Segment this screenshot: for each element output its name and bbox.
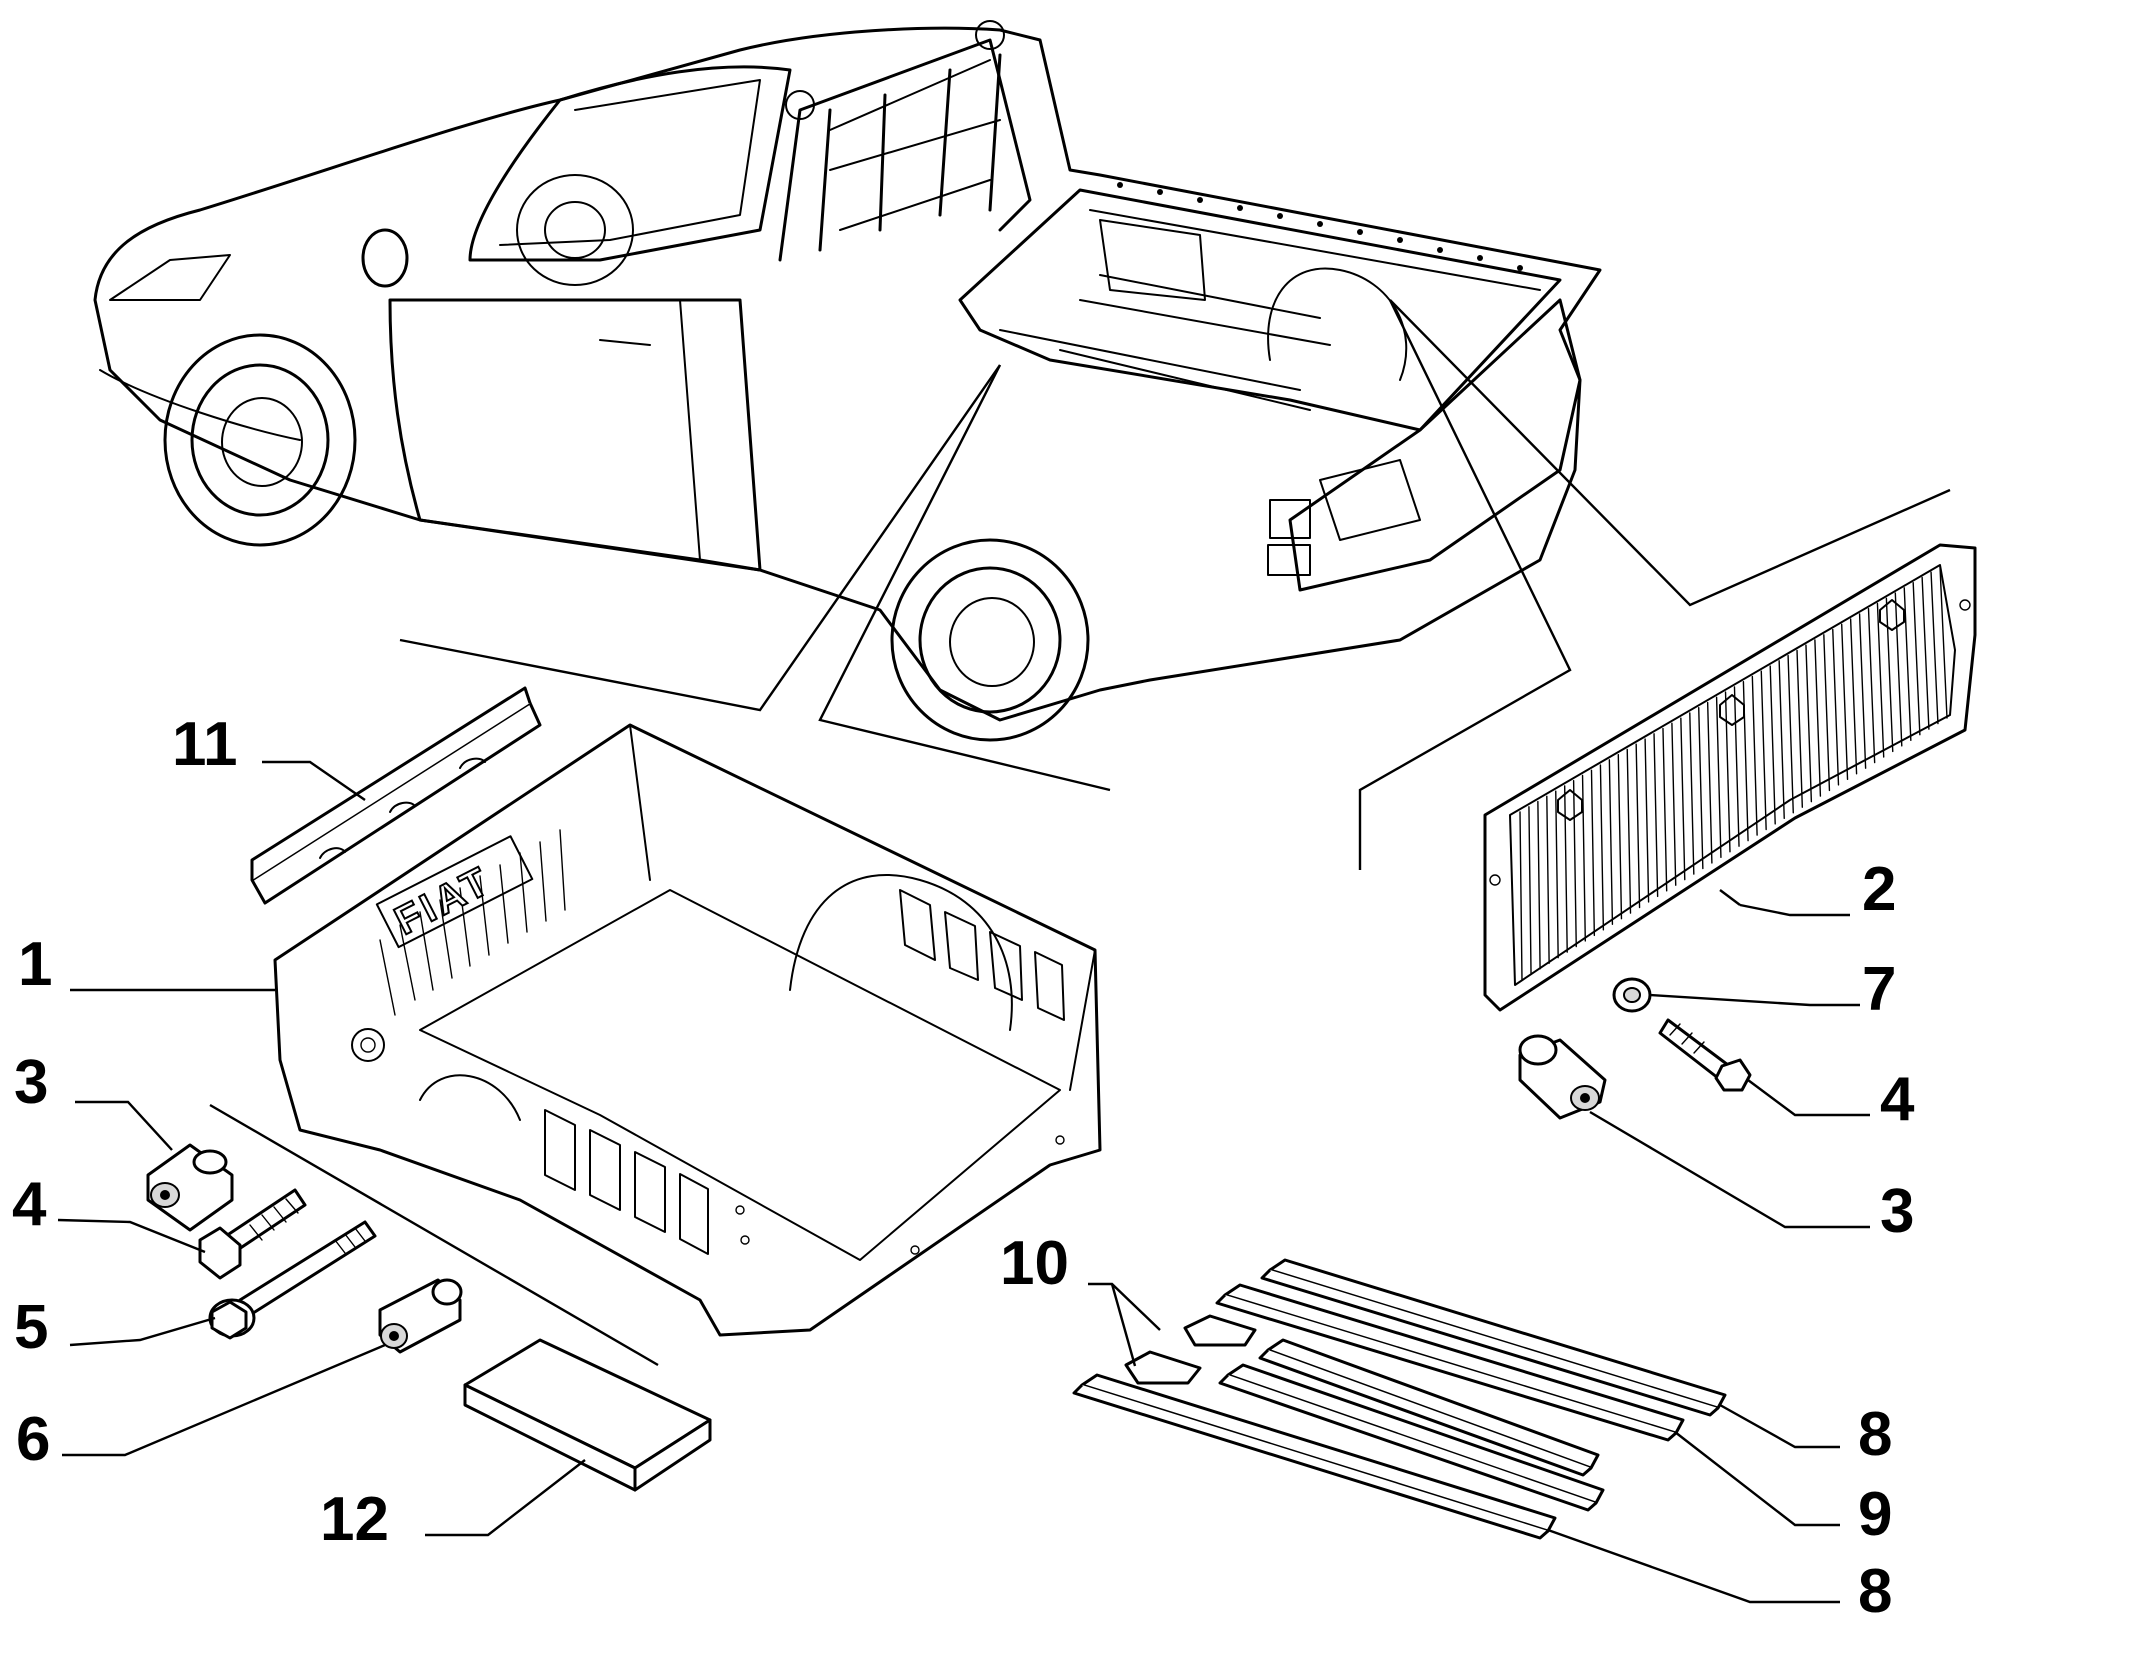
tailgate-rib — [1832, 628, 1840, 786]
tailgate-rib — [1894, 592, 1903, 747]
bolt-right — [1658, 1018, 1752, 1092]
tailgate-rib — [1635, 743, 1641, 909]
tailgate-rib — [1867, 608, 1876, 764]
tailgate-rib — [1796, 649, 1804, 808]
tailgate-rib — [1769, 665, 1776, 825]
pickup-vehicle-illustration — [93, 20, 1951, 870]
bed-front-wall-ribs — [379, 829, 566, 1016]
callout-3-right: 3 — [1880, 1177, 1914, 1246]
callout-8-bottom: 8 — [1858, 1557, 1892, 1626]
tailgate-rib — [1930, 571, 1939, 725]
tailgate-rib — [1698, 707, 1704, 870]
tailgate-rib — [1626, 748, 1632, 914]
callout-8-top: 8 — [1858, 1400, 1892, 1469]
spacer-nut-right — [1518, 1034, 1607, 1120]
tailgate-rib — [1528, 806, 1532, 976]
tailgate-rib — [1599, 764, 1605, 931]
floor-pad-part — [463, 1338, 712, 1492]
callout-11: 11 — [172, 710, 238, 779]
callout-leader-lines — [57, 760, 1870, 1604]
callout-12: 12 — [320, 1485, 389, 1554]
callout-4-right: 4 — [1880, 1065, 1915, 1134]
tailgate-rib — [1841, 623, 1849, 781]
tailgate-rib — [1787, 654, 1794, 814]
short-bolt-left — [198, 1188, 307, 1280]
left-hardware-set — [146, 1143, 463, 1354]
washer-right — [1612, 977, 1652, 1013]
tailgate-rib — [1849, 618, 1858, 775]
tailgate-rib — [1823, 634, 1831, 792]
callout-9: 9 — [1858, 1480, 1892, 1549]
spacer-nut-left — [146, 1143, 234, 1232]
tailgate-rib — [1537, 800, 1541, 970]
callout-1: 1 — [18, 930, 52, 999]
tailgate-rib — [1671, 722, 1677, 886]
tailgate-rib — [1563, 785, 1568, 953]
tailgate-rib — [1653, 733, 1659, 898]
bed-rail-rivets — [1117, 182, 1523, 271]
callout-5: 5 — [14, 1293, 48, 1362]
cargo-bed-liner-part: FIAT — [273, 723, 1102, 1337]
tailgate-rib — [1814, 639, 1822, 797]
callout-3-left: 3 — [14, 1048, 48, 1117]
tailgate-rib — [1733, 686, 1740, 847]
tailgate-rib — [1858, 613, 1867, 769]
tailgate-rib — [1903, 587, 1912, 741]
tailgate-rib — [1572, 780, 1577, 948]
tailgate-rib — [1617, 753, 1623, 920]
long-bolt-left — [208, 1220, 377, 1340]
tailgate-rib — [1751, 675, 1758, 836]
tailgate-rib — [1555, 790, 1559, 959]
tailgate-rib — [1608, 759, 1614, 925]
tailgate-rib — [1778, 660, 1785, 820]
tailgate-rib — [1519, 811, 1523, 981]
callout-labels: 11 1 3 4 5 6 12 2 7 4 3 10 8 9 8 — [12, 710, 1915, 1626]
callout-4-left: 4 — [12, 1170, 47, 1239]
bed-side-wall-ribs — [544, 889, 1065, 1255]
tailgate-rib — [1706, 701, 1713, 864]
sleeve-nut-left — [378, 1278, 463, 1354]
tailgate-rib — [1715, 696, 1722, 859]
tailgate-rib — [1644, 738, 1650, 903]
callout-6: 6 — [16, 1405, 50, 1474]
right-hardware-set — [1518, 977, 1752, 1120]
tailgate-rib — [1912, 581, 1921, 736]
tailgate-rib — [1680, 717, 1686, 881]
callout-7: 7 — [1862, 955, 1896, 1024]
seal-strip-part — [250, 686, 542, 905]
callout-10: 10 — [1000, 1229, 1069, 1298]
tailgate-rib — [1805, 644, 1813, 803]
tailgate-rib — [1760, 670, 1767, 831]
tailgate-rib — [1689, 712, 1695, 875]
tailgate-rib — [1939, 566, 1948, 719]
tailgate-rib — [1581, 774, 1586, 942]
tailgate-rib — [1546, 795, 1550, 964]
tailgate-rib — [1921, 576, 1930, 730]
tailgate-rib — [1662, 727, 1668, 892]
callout-2: 2 — [1862, 855, 1896, 924]
tailgate-rib — [1885, 597, 1894, 753]
tailgate-panel-part — [1483, 543, 1977, 1012]
tailgate-rib — [1876, 602, 1885, 758]
tailgate-rib — [1590, 769, 1596, 937]
tailgate-rib — [1724, 691, 1731, 853]
floor-strips-set — [1072, 1258, 1727, 1540]
